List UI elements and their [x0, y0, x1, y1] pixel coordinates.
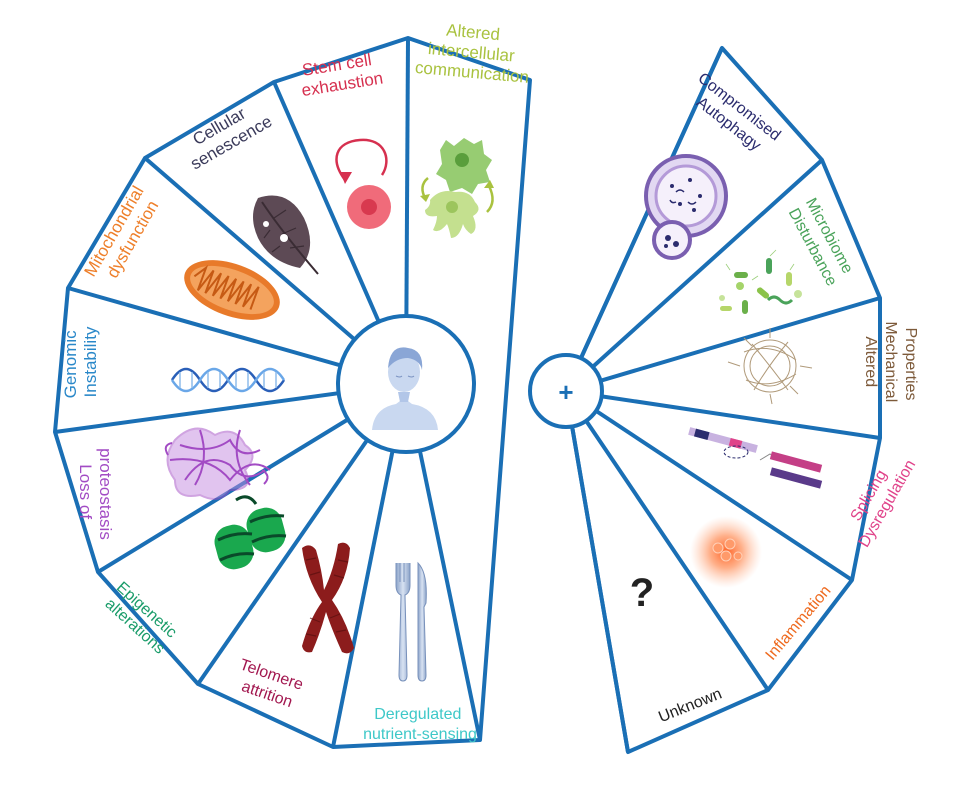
autophagosome-icon [644, 154, 728, 260]
right-wheel: Compromised Autophagy Microbiome Disturb… [528, 46, 919, 754]
protein-tangle-icon [164, 427, 271, 500]
segment-proteostasis: Loss of proteostasis [76, 427, 271, 540]
communicating-cells-icon [420, 138, 494, 238]
chromosome-icon [302, 542, 354, 654]
label-nutrient: Deregulated nutrient-sensing [363, 706, 477, 743]
segment-genomic: Genomic Instability [61, 326, 286, 399]
right-hub: + [528, 353, 604, 429]
right-spoke [565, 296, 881, 393]
nucleosome-icon [214, 495, 287, 570]
dna-icon [170, 367, 286, 393]
person-icon [372, 347, 438, 430]
withered-leaf-icon [253, 195, 319, 275]
mitochondrion-icon [184, 260, 280, 320]
bacteria-icon [719, 249, 802, 314]
left-hub [336, 314, 476, 454]
fiber-network-icon [727, 328, 813, 405]
right-spoke [564, 389, 770, 692]
segment-nutrient: Deregulated nutrient-sensing [363, 561, 477, 743]
right-spoke [564, 47, 724, 392]
right-spoke [564, 390, 630, 753]
label-mechanical: Altered Mechanical Properties [862, 321, 919, 406]
inflamed-cells-icon [690, 516, 762, 588]
segment-mechanical: Altered Mechanical Properties [727, 321, 919, 406]
right-wheel-frame [564, 46, 882, 754]
left-wheel: Stem cell exhaustion Altered intercellul… [53, 18, 533, 749]
label-intercellular: Altered intercellular communication [414, 18, 533, 87]
stem-cell-icon [335, 138, 391, 229]
right-spoke [564, 158, 824, 393]
right-spoke [565, 389, 881, 440]
label-proteostasis: Loss of proteostasis [76, 448, 115, 540]
left-wheel-frame [53, 36, 532, 749]
question-mark-icon: ? [630, 571, 654, 615]
plus-icon: + [558, 377, 573, 407]
rna-splicing-icon [688, 427, 823, 489]
right-spoke [564, 389, 854, 582]
fork-knife-icon [395, 561, 427, 682]
label-genomic: Genomic Instability [61, 326, 100, 399]
